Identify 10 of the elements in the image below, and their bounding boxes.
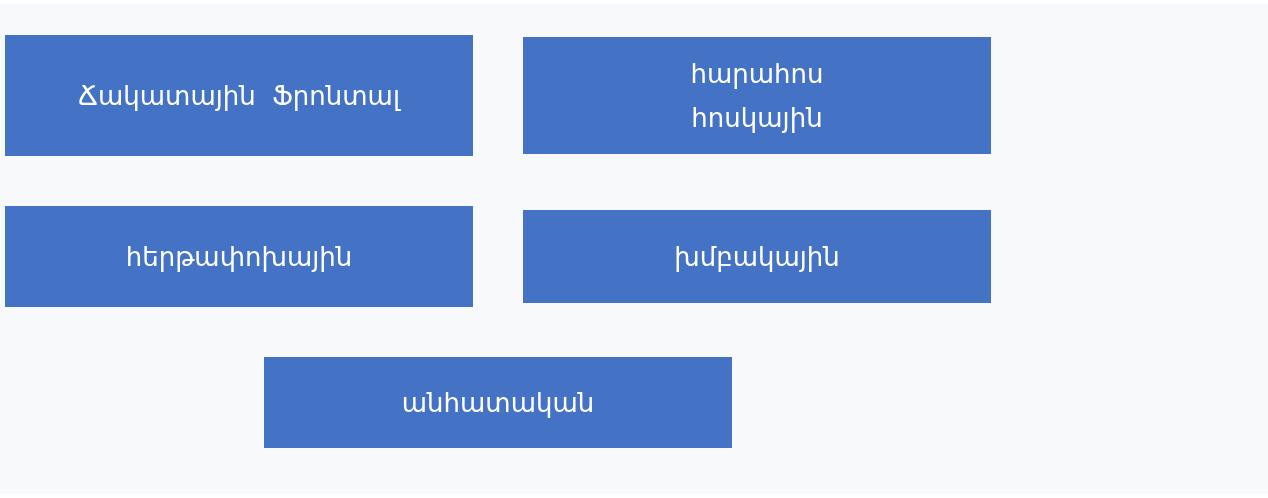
box-label: հարահոս հոսկային [689,57,825,135]
box-label: Ճակատային Ֆրոնտալ [78,79,400,113]
category-box [523,37,991,154]
box-label: խմբակային [674,240,840,274]
box-label: անհատական [401,386,595,420]
category-box [264,357,732,448]
category-box [523,210,991,303]
category-box [5,206,473,307]
category-box [5,35,473,156]
box-label: հերթափոխային [125,240,353,274]
